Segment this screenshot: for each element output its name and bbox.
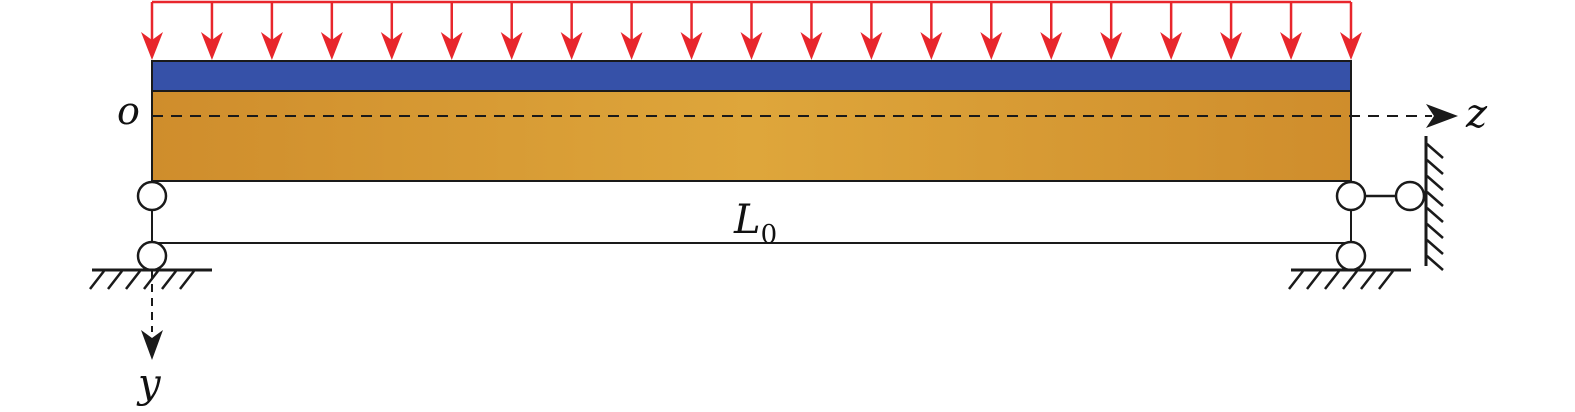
y-axis-arrowhead [141,330,163,360]
load-arrow [680,2,703,60]
load-arrow [800,2,823,60]
load-arrow [1100,2,1123,60]
right-roller-support [1288,180,1411,290]
length-label: L0 [734,197,777,248]
load-arrow [500,2,523,60]
distributed-load [141,0,1362,60]
load-arrow [200,2,223,60]
left-pin-support [89,180,212,290]
z-axis-label: z [1466,91,1488,137]
load-arrow [141,2,163,60]
load-arrow [920,2,943,60]
z-axis [152,104,1458,128]
load-arrow [980,2,1003,60]
wall-hatch [1426,143,1444,271]
load-arrow [620,2,643,60]
y-axis [141,270,163,360]
load-arrow [1280,2,1303,60]
load-arrow [1220,2,1243,60]
load-arrow [1040,2,1063,60]
wall-link [1365,136,1444,271]
origin-label: o [117,89,140,133]
length-label-subscript: 0 [760,220,778,250]
load-arrow [320,2,343,60]
left-ground-hatch [89,270,195,290]
length-label-main: L [734,197,761,243]
right-ground-hatch [1288,270,1394,290]
top-face-layer [151,60,1352,92]
load-arrow [440,2,463,60]
load-arrow [380,2,403,60]
load-arrow [740,2,763,60]
y-axis-label: y [138,361,161,407]
core-layer [151,90,1352,182]
z-axis-arrowhead [1426,104,1458,128]
load-arrow [1340,2,1362,60]
load-arrow [860,2,883,60]
load-arrow [560,2,583,60]
load-arrow [260,2,283,60]
load-arrow [1160,2,1183,60]
